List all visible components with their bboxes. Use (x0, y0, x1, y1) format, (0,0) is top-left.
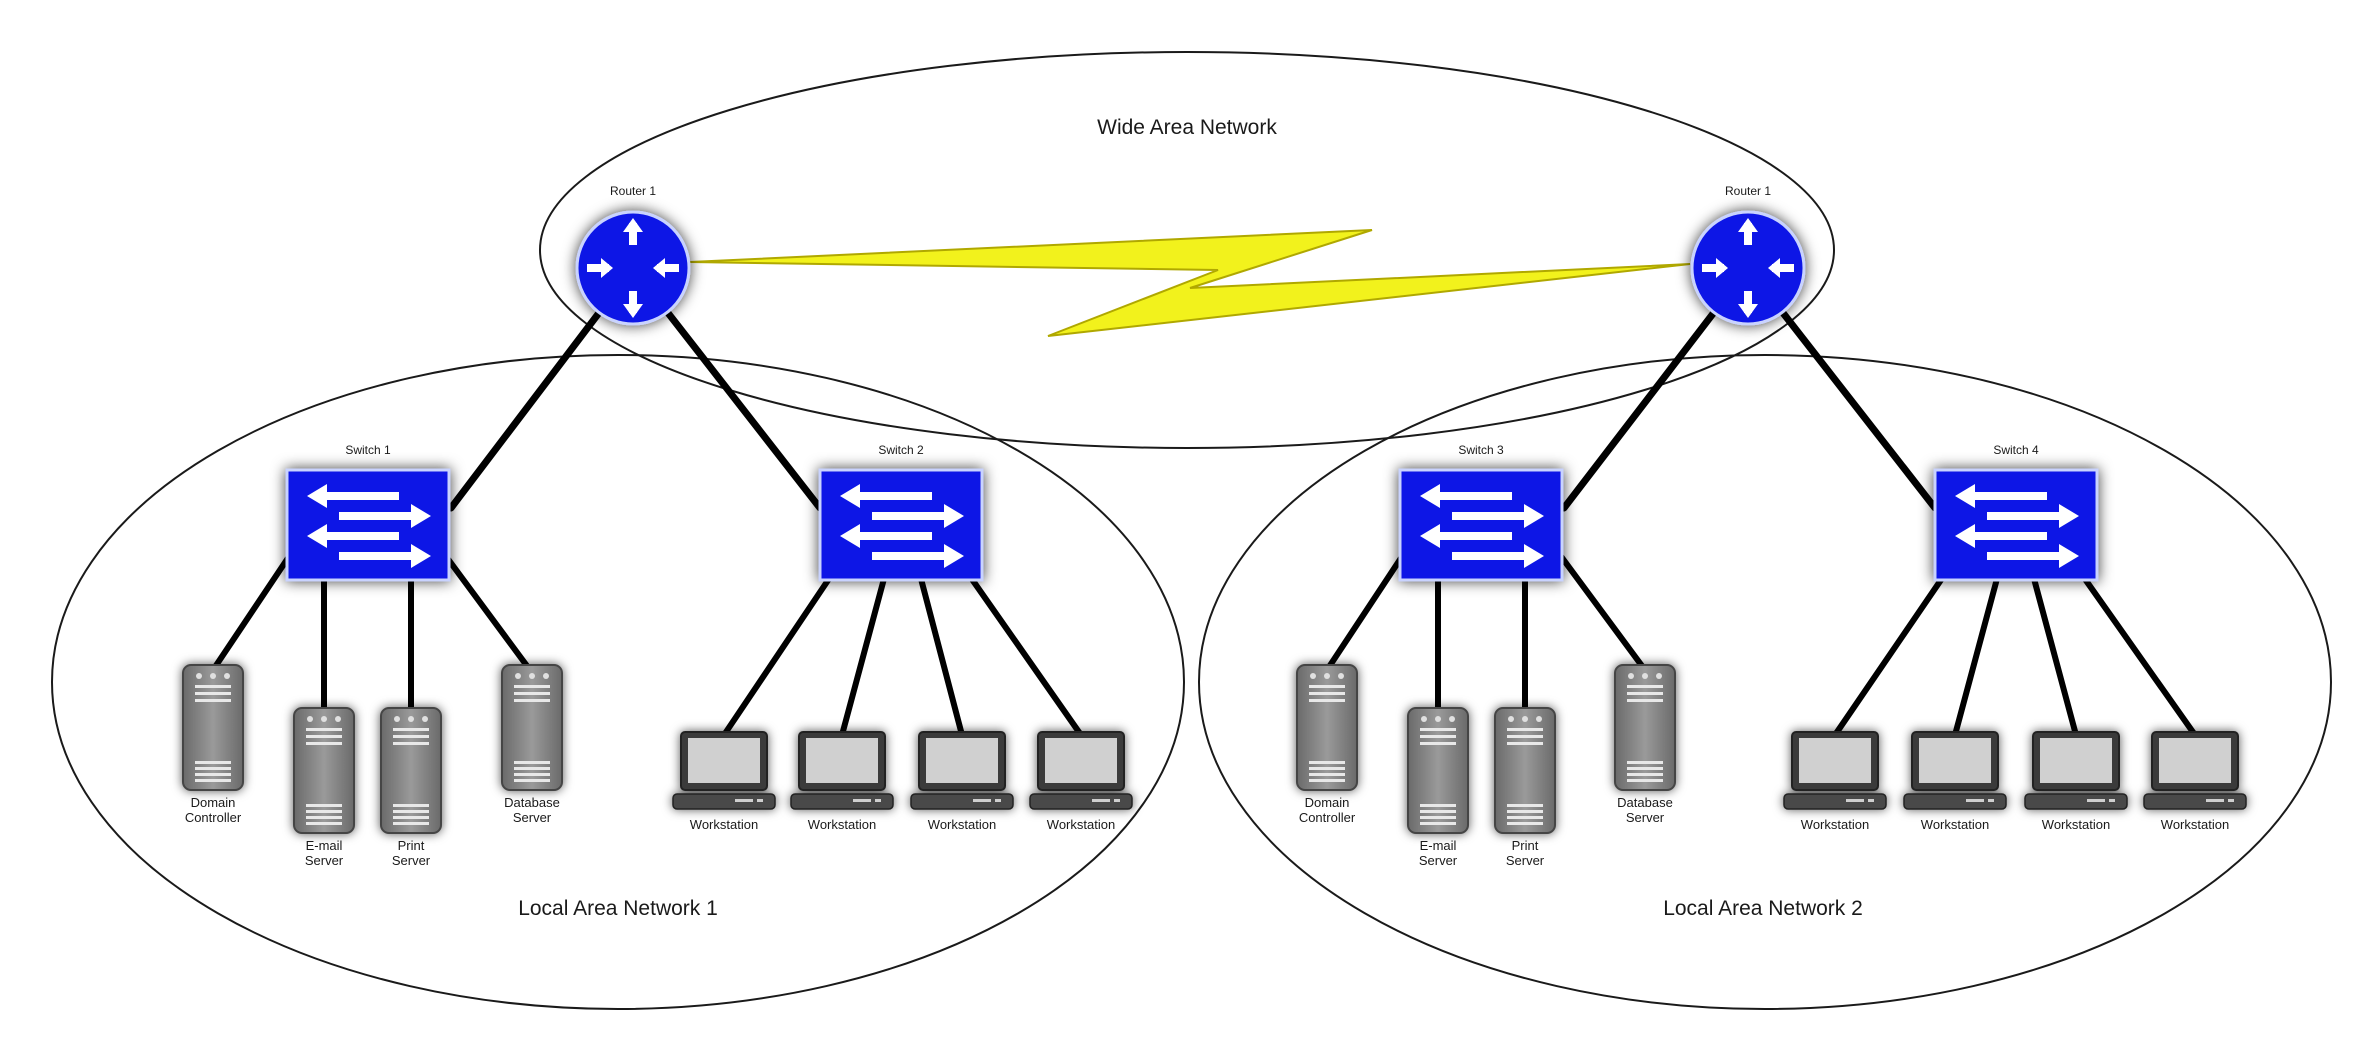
lan1-workstation-label: Workstation (1047, 817, 1115, 832)
lan2-workstation (2024, 731, 2128, 810)
lan2-workstation-label: Workstation (2042, 817, 2110, 832)
lan2-server-email (1407, 707, 1469, 834)
lan1-workstation-label: Workstation (808, 817, 876, 832)
lan2-label: Local Area Network 2 (1663, 897, 1863, 920)
lan2-ellipse (1198, 354, 2332, 1010)
lan1-server-label: Domain (191, 795, 236, 810)
lan2-workstation-label: Workstation (2161, 817, 2229, 832)
lan2-workstation (2143, 731, 2247, 810)
switch-3 (1398, 468, 1564, 582)
switch-4-label: Switch 4 (1993, 443, 2039, 457)
lan2-workstation (1903, 731, 2007, 810)
switch-2 (818, 468, 984, 582)
lan1-server-domain-controller (182, 664, 244, 791)
lan1-server-label: Server (305, 853, 344, 868)
lan1-server-email (293, 707, 355, 834)
lan2-server-database (1614, 664, 1676, 791)
lan2-server-label: Server (1506, 853, 1545, 868)
wan-label: Wide Area Network (1097, 116, 1277, 139)
lan1-server-label: Controller (185, 810, 242, 825)
lan2-server-label: Database (1617, 795, 1673, 810)
lan2-server-label: Server (1626, 810, 1665, 825)
lan2-server-label: E-mail (1420, 838, 1457, 853)
lan2-server-print (1494, 707, 1556, 834)
lan1-workstation (910, 731, 1014, 810)
lan1-server-print (380, 707, 442, 834)
lan1-server-label: Database (504, 795, 560, 810)
lan2-server-domain-controller (1296, 664, 1358, 791)
lan-links (210, 552, 2198, 738)
switch-3-label: Switch 3 (1458, 443, 1504, 457)
switch-1-label: Switch 1 (345, 443, 391, 457)
router-right (1690, 210, 1806, 326)
lan1-workstation-label: Workstation (928, 817, 996, 832)
lan1-workstation-label: Workstation (690, 817, 758, 832)
lan1-ellipse (51, 354, 1185, 1010)
lan2-server-label: Controller (1299, 810, 1356, 825)
lan2-server-label: Print (1512, 838, 1539, 853)
router-right-label: Router 1 (1725, 184, 1771, 198)
lan2-server-label: Server (1419, 853, 1458, 868)
lan1-server-label: Server (513, 810, 552, 825)
lan1-server-label: Server (392, 853, 431, 868)
lan2-server-label: Domain (1305, 795, 1350, 810)
lan1-workstation (672, 731, 776, 810)
switch-1 (285, 468, 451, 582)
wan-ellipse (539, 51, 1835, 449)
lan2-workstation-label: Workstation (1921, 817, 1989, 832)
lan1-label: Local Area Network 1 (518, 897, 718, 920)
lan1-server-database (501, 664, 563, 791)
wan-link-bolt (689, 229, 1691, 337)
lan1-workstation (790, 731, 894, 810)
lan1-server-label: E-mail (306, 838, 343, 853)
router-left (575, 210, 691, 326)
router-left-label: Router 1 (610, 184, 656, 198)
switch-2-label: Switch 2 (878, 443, 924, 457)
lan2-workstation-label: Workstation (1801, 817, 1869, 832)
switch-4 (1933, 468, 2099, 582)
lan1-workstation (1029, 731, 1133, 810)
lan1-server-label: Print (398, 838, 425, 853)
lan2-workstation (1783, 731, 1887, 810)
